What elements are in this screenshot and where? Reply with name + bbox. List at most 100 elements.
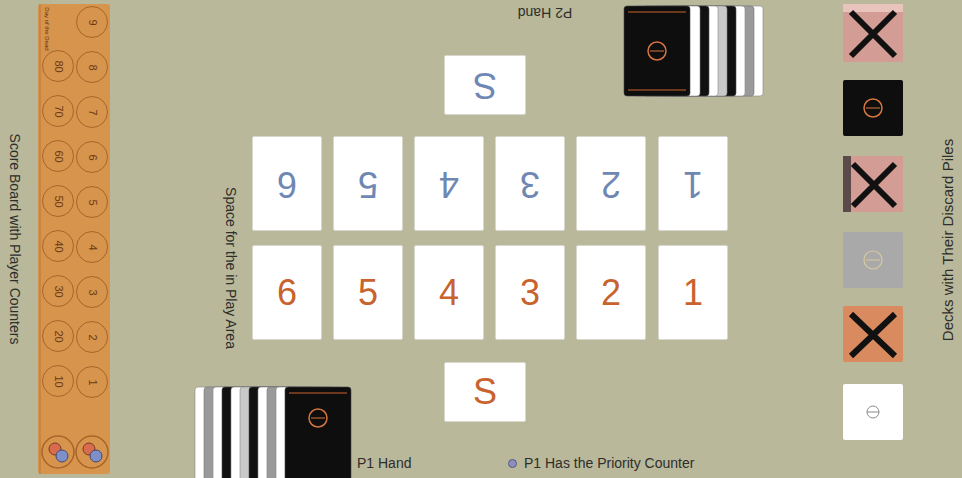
path-shape [853, 164, 895, 206]
path-shape [851, 12, 895, 56]
score-circle: 8 [76, 51, 108, 83]
card-slot: 2 [576, 136, 646, 231]
card-slot: 6 [252, 245, 322, 340]
score-circle: 30 [42, 275, 74, 307]
line-shape [866, 108, 880, 109]
score-circle: 2 [76, 321, 108, 353]
score-number: 2 [87, 334, 98, 340]
rect-shape [285, 387, 351, 478]
score-board [38, 4, 110, 474]
start-circle [76, 436, 108, 468]
legend-text: P1 Has the Priority Counter [524, 456, 694, 470]
line-shape [311, 418, 325, 419]
slot-number: 4 [439, 166, 459, 202]
slot-number: 3 [520, 275, 540, 311]
slot-number: 2 [601, 166, 621, 202]
slot-number: 2 [601, 275, 621, 311]
card-slot: 3 [495, 245, 565, 340]
score-circle: 3 [76, 276, 108, 308]
blue-counter [56, 450, 68, 462]
score-number: 80 [53, 60, 64, 72]
card-slot: 4 [414, 136, 484, 231]
rect-shape [843, 156, 851, 212]
rect-shape [843, 4, 903, 62]
p2-hand [624, 6, 763, 96]
score-circle: 1 [76, 366, 108, 398]
score-circle: 5 [76, 186, 108, 218]
slot-number: S [473, 374, 497, 410]
slot-number: 5 [358, 275, 378, 311]
rect-shape [624, 6, 690, 96]
card-slot: 4 [414, 245, 484, 340]
score-board: Day of the Dead 80 70 60 50 40 30 20 10 9 8 7 6 5 4 3 2 1 [38, 4, 110, 474]
line-shape [867, 412, 879, 413]
board-title: Day of the Dead [44, 7, 50, 50]
area-label: P1 Hand [357, 456, 411, 470]
circle-shape [864, 251, 882, 269]
area-label: Space for the in Play Area [224, 187, 238, 349]
slot-number: 5 [358, 166, 378, 202]
s-slot: S [444, 55, 526, 115]
rect-shape [843, 4, 903, 12]
slot-number: 6 [277, 275, 297, 311]
line-shape [628, 12, 686, 13]
score-circle: 60 [42, 140, 74, 172]
score-circle: 10 [42, 365, 74, 397]
card-slot: 2 [576, 245, 646, 340]
score-number: 7 [87, 109, 98, 115]
score-number: 6 [87, 154, 98, 160]
rect-shape [843, 232, 903, 288]
card-slot: 5 [333, 136, 403, 231]
card-slot: 5 [333, 245, 403, 340]
score-number: 4 [87, 244, 98, 250]
s-slot: S [444, 362, 526, 422]
slot-number: 4 [439, 275, 459, 311]
score-circle: 4 [76, 231, 108, 263]
card-slot: 1 [658, 245, 728, 340]
slot-number: 1 [683, 275, 703, 311]
circle-shape [309, 409, 327, 427]
circle-shape [867, 406, 879, 418]
slot-number: 3 [520, 166, 540, 202]
score-circle: 20 [42, 320, 74, 352]
score-number: 3 [87, 289, 98, 295]
score-circle: 40 [42, 230, 74, 262]
score-number: 9 [87, 19, 98, 25]
score-number: 30 [53, 285, 64, 297]
rect-shape [843, 80, 903, 136]
start-circle [42, 436, 74, 468]
score-circle: 70 [42, 95, 74, 127]
slot-number: 6 [277, 166, 297, 202]
blue-counter [90, 450, 102, 462]
score-number: 10 [53, 375, 64, 387]
score-circle: 80 [42, 50, 74, 82]
legend-dot [508, 459, 517, 468]
score-circle: 6 [76, 141, 108, 173]
score-number: 5 [87, 199, 98, 205]
line-shape [650, 51, 664, 52]
card-slot: 1 [658, 136, 728, 231]
circle-shape [864, 99, 882, 117]
rect-shape [843, 306, 903, 362]
circle-shape [648, 42, 666, 60]
path-shape [851, 314, 895, 356]
score-number: 50 [53, 195, 64, 207]
score-circle: 9 [76, 6, 108, 38]
card-slot: 6 [252, 136, 322, 231]
score-circle: 50 [42, 185, 74, 217]
score-number: 8 [87, 64, 98, 70]
score-number: 40 [53, 240, 64, 252]
rect-shape [843, 384, 903, 440]
line-shape [289, 393, 347, 394]
rect-shape [843, 156, 903, 212]
line-shape [628, 90, 686, 91]
area-label: P2 Hand [518, 6, 572, 20]
board-divider [40, 4, 41, 474]
p1-hand [195, 387, 351, 478]
area-label: Score Board with Player Counters [8, 134, 22, 345]
score-number: 70 [53, 105, 64, 117]
card-slot: 3 [495, 136, 565, 231]
area-label: Decks with Their Discard Piles [940, 139, 955, 341]
slot-number: S [473, 67, 497, 103]
